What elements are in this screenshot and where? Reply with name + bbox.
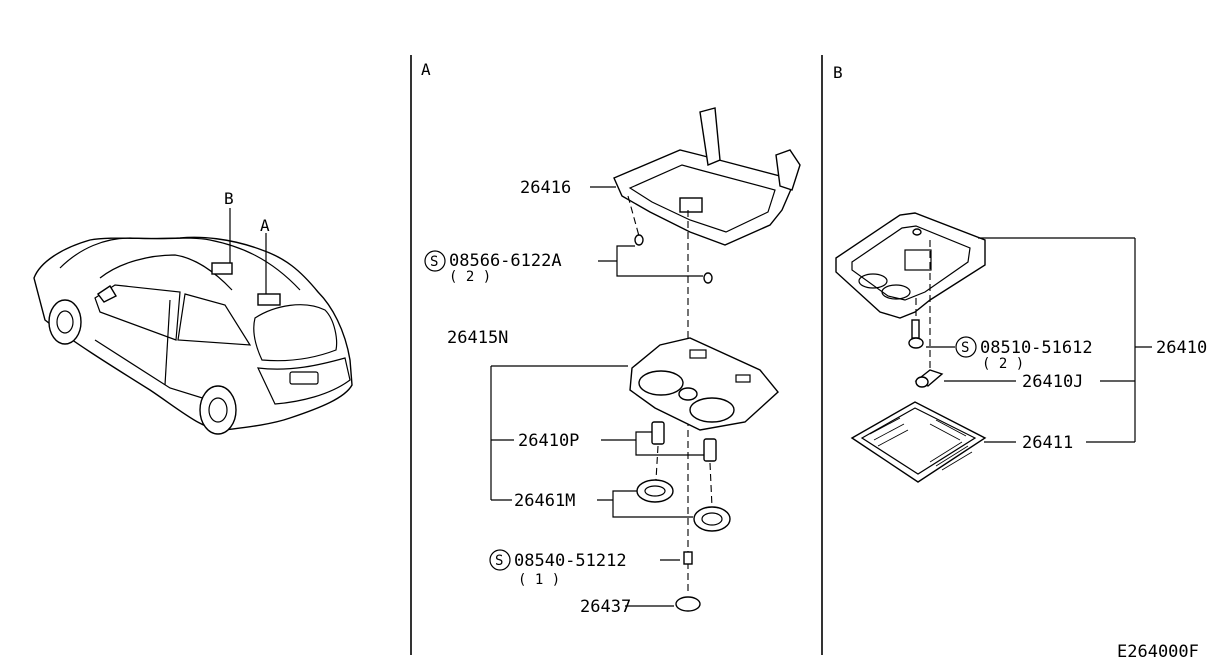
label-26410P: 26410P [518,431,579,451]
lens-a [636,445,731,532]
label-26437: 26437 [580,597,631,617]
screw-b [908,240,931,372]
bracket-part [613,107,801,246]
label-08566-6122A: 08566-6122A [449,251,562,271]
screw-top-a [627,195,713,284]
label-26410: 26410 [1156,338,1207,358]
label-08510-51612: 08510-51612 [980,338,1093,358]
label-26416: 26416 [520,178,571,198]
car-illustration [33,208,353,435]
lamp-housing-a [629,337,779,431]
screw-symbol-bottom-label: S [495,553,503,569]
screw-symbol-b-label: S [961,340,969,356]
label-26461M: 26461M [514,491,575,511]
screw-symbol-bottom [489,549,511,571]
label-26415N: 26415N [447,328,508,348]
label-08540-qty: ( 1 ) [518,572,560,588]
label-08510-qty: ( 2 ) [982,356,1024,372]
screw-symbol-top-label: S [430,254,438,270]
screw-bottom-a [683,551,693,565]
car-marker-b: B [224,189,234,208]
car-marker-a: A [260,216,270,235]
bulb-b [914,369,944,388]
label-08566-qty: ( 2 ) [449,269,491,285]
label-26411: 26411 [1022,433,1073,453]
section-a-title: A [421,60,431,79]
label-08540-51212: 08540-51212 [514,551,627,571]
label-26410J: 26410J [1022,372,1083,392]
screw-symbol-top [424,250,446,272]
cap-a [675,596,701,612]
lens-b [850,401,987,483]
screw-symbol-b [955,336,977,358]
section-b-title: B [833,63,843,82]
lamp-housing-b [835,212,986,319]
diagram-code: E264000F [1117,642,1199,662]
bulb-socket-a [651,421,717,462]
